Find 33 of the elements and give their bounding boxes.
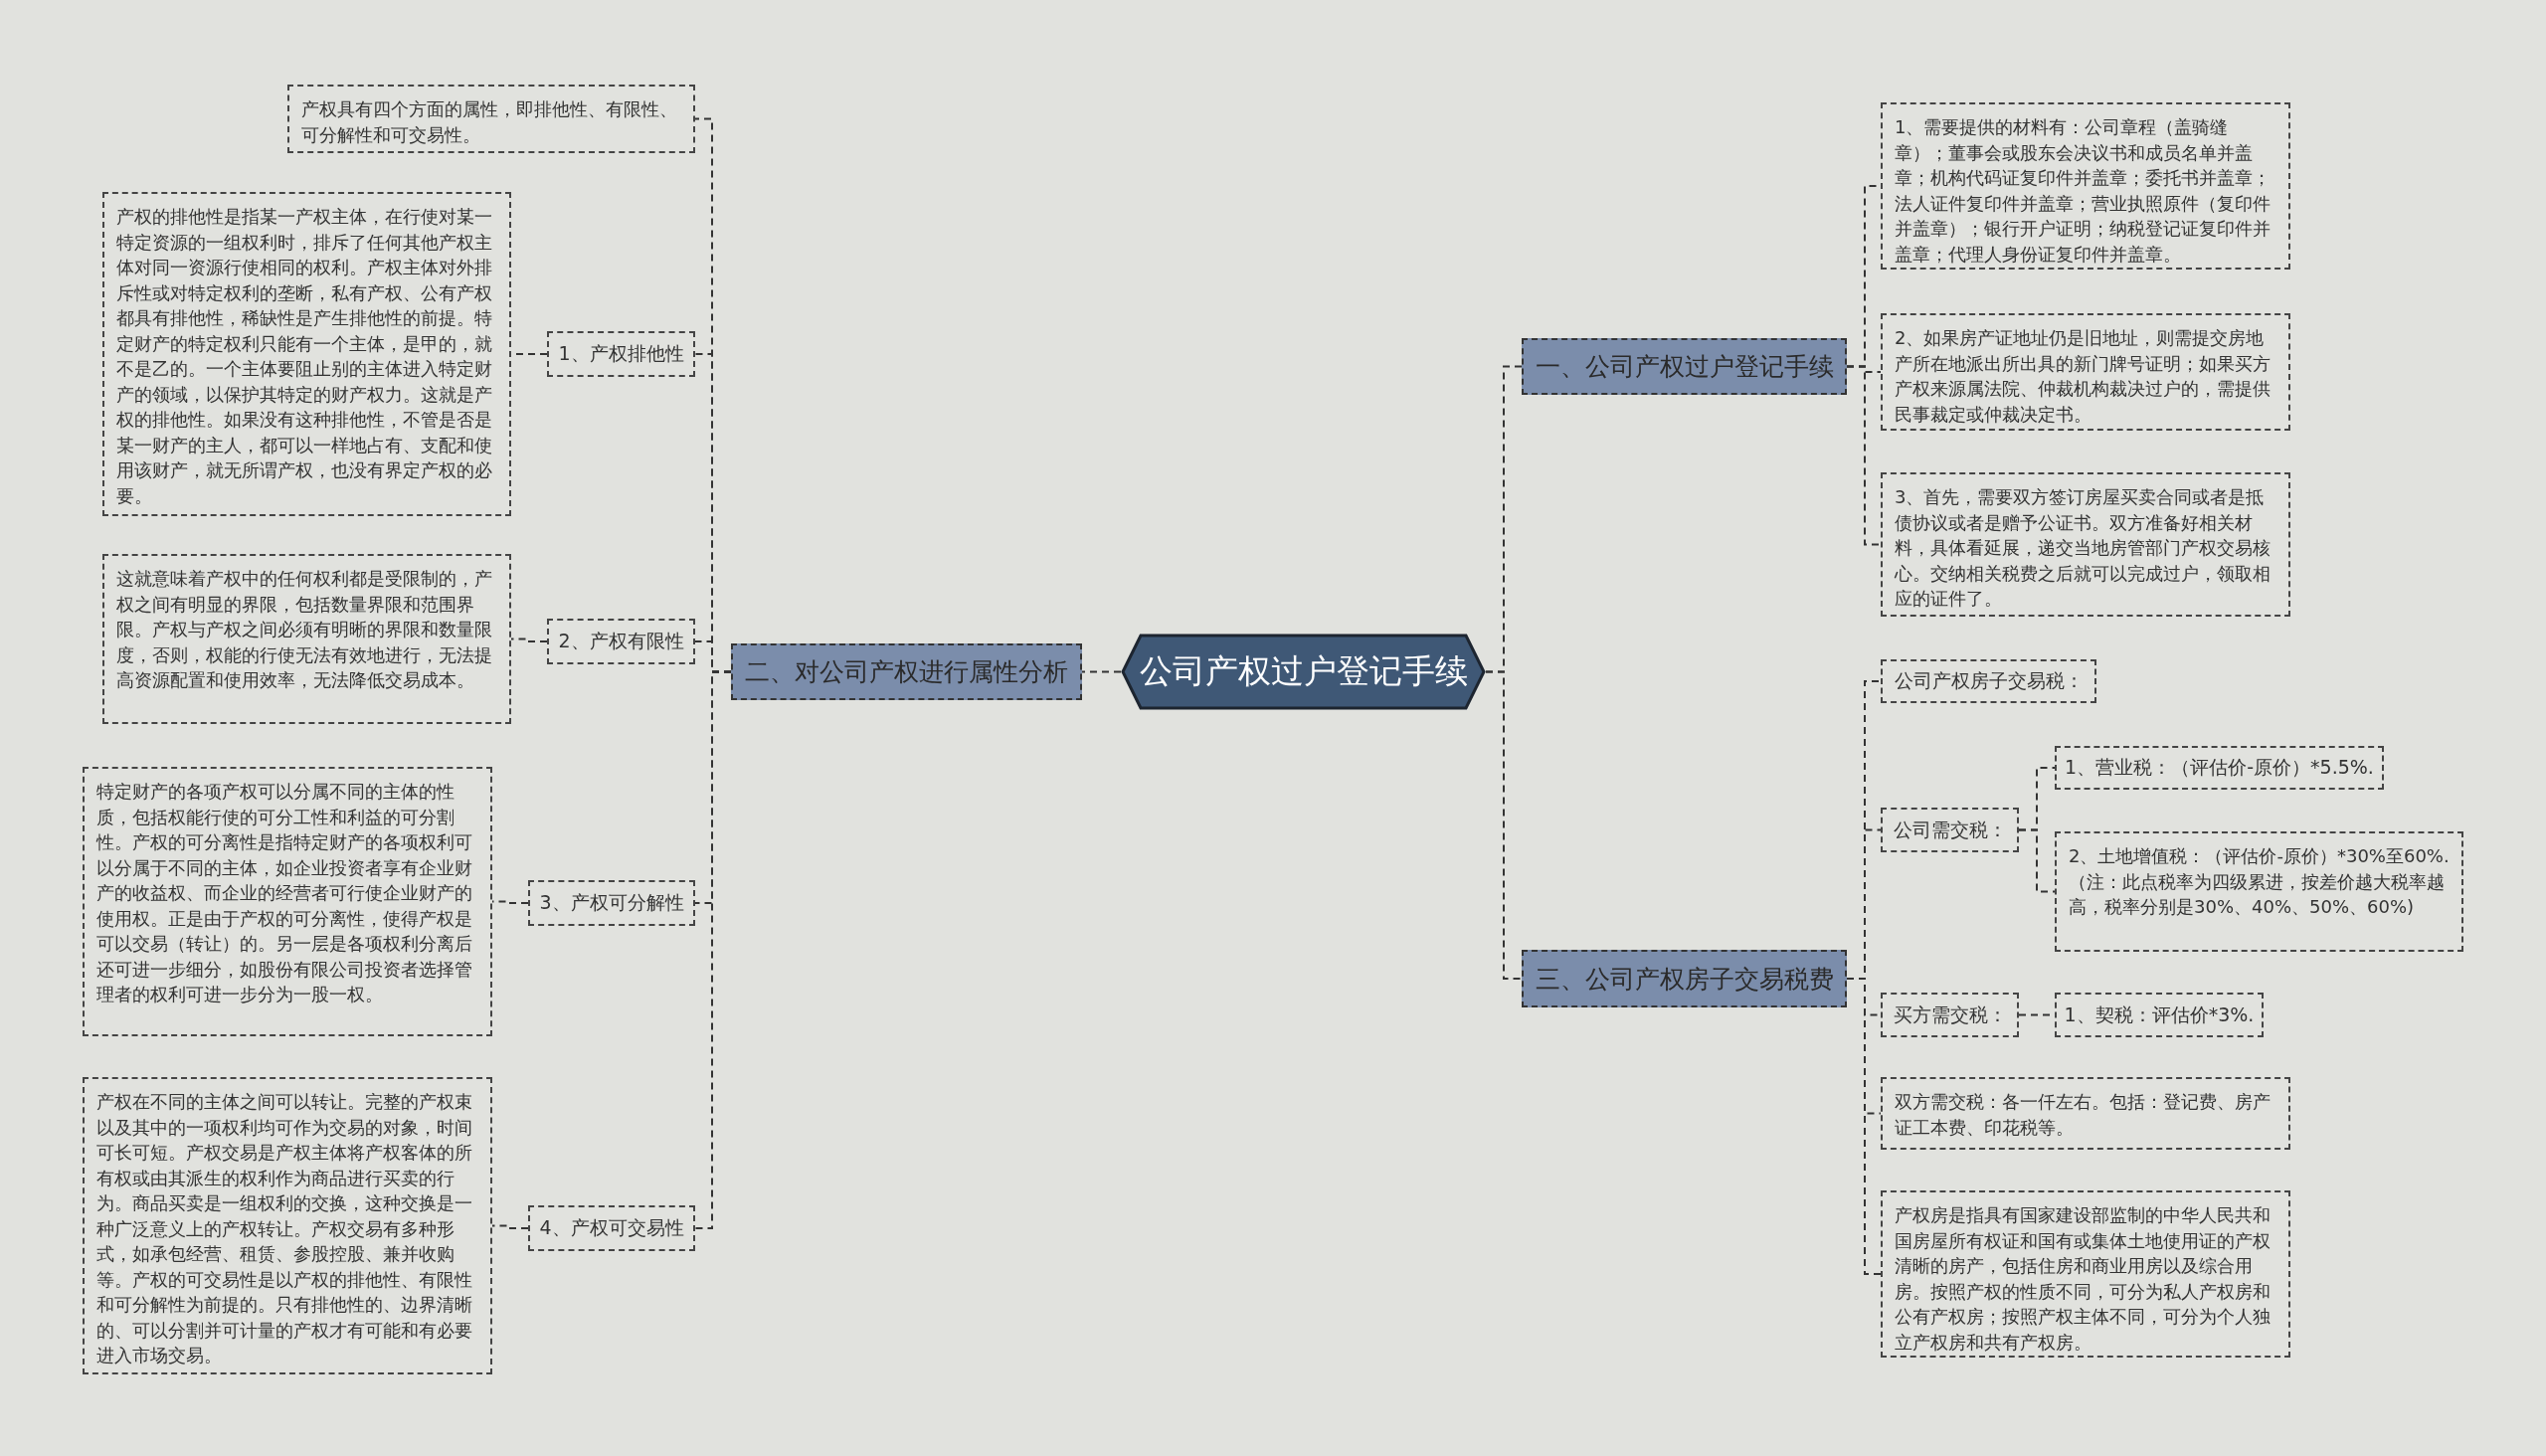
connector-line xyxy=(491,1224,529,1229)
note-box: 产权在不同的主体之间可以转让。完整的产权束以及其中的一项权利均可作为交易的对象，时间可长可短。产权交易是产权主体将产权客体的所有权或由其派生的权利作为商品进行买卖的行为。商品买卖是一组权利的交换，这种交换是一种广泛意义上的产权转让。产权交易有多种形式，如承包经营、租赁、参股控股、兼并收购等。产权的可交易性是以产权的排他性、有限性和可分解性为前提的。只有排他性的、边界清晰的、可以分割并可计量的产权才有可能和有必要进入市场交易。 xyxy=(83,1077,492,1374)
subtopic-box: 公司需交税： xyxy=(1881,808,2019,852)
subtopic-box: 1、营业税：（评估价-原价）*5.5%. xyxy=(2055,746,2384,790)
note-box: 3、首先，需要双方签订房屋买卖合同或者是抵债协议或者是赠予公证书。双方准备好相关材料，具体看延展，递交当地房管部门产权交易核心。交纳相关税费之后就可以完成过户，领取相应的证件了。 xyxy=(1881,472,2290,617)
connector-line xyxy=(1846,365,1882,546)
note-box: 2、如果房产证地址仍是旧地址，则需提交房地产所在地派出所出具的新门牌号证明；如果买方产权来源属法院、仲裁机构裁决过户的，需提供民事裁定或仲裁决定书。 xyxy=(1881,313,2290,431)
note-box: 产权的排他性是指某一产权主体，在行使对某一特定资源的一组权利时，排斥了任何其他产权主体对同一资源行使相同的权利。产权主体对外排斥性或对特定权利的垄断，私有产权、公有产权都具有排他性，稀缺性是产生排他性的前提。特定财产的特定权利只能有一个主体，是甲的，就不是乙的。一个主体要阻止别的主体进入特定财产的领域，以保护其特定的财产权力。这就是产权的排他性。如果没有这种排他性，不管是否是某一财产的主人，都可以一样地占有、支配和使用该财产，就无所谓产权，也没有界定产权的必要。 xyxy=(102,192,511,516)
note-box: 1、需要提供的材料有：公司章程（盖骑缝章）；董事会或股东会决议书和成员名单并盖章；机构代码证复印件并盖章；委托书并盖章；法人证件复印件并盖章；营业执照原件（复印件并盖章）；银行开户证明；纳税登记证复印件并盖章；代理人身份证复印件并盖章。 xyxy=(1881,102,2290,270)
connector-line xyxy=(1846,978,1882,1275)
note-box: 特定财产的各项产权可以分属不同的主体的性质，包括权能行使的可分工性和利益的可分割性。产权的可分离性是指特定财产的各项权利可以分属于不同的主体，如企业投资者享有企业财产的收益权、而企业的经营者可行使企业财产的使用权。正是由于产权的可分离性，使得产权是可以交易（转让）的。另一层是各项权利分离后还可进一步细分，如股份有限公司投资者选择管理者的权利可进一步分为一股一权。 xyxy=(83,767,492,1036)
connector-line xyxy=(510,637,548,642)
note-box: 双方需交税：各一仟左右。包括：登记费、房产证工本费、印花税等。 xyxy=(1881,1077,2290,1150)
subtopic-box: 4、产权可交易性 xyxy=(528,1205,695,1251)
connector-line xyxy=(1081,670,1122,673)
subtopic-box: 公司产权房子交易税： xyxy=(1881,659,2096,703)
subtopic-box: 1、产权排他性 xyxy=(547,331,695,377)
connector-line xyxy=(694,670,732,1229)
subtopic-box: 3、产权可分解性 xyxy=(528,880,695,926)
branch-topic: 三、公司产权房子交易税费 xyxy=(1522,950,1847,1007)
connector-line xyxy=(1485,670,1523,980)
connector-line xyxy=(491,900,529,904)
subtopic-box: 1、契税：评估价*3%. xyxy=(2055,993,2264,1037)
subtopic-box: 2、产权有限性 xyxy=(547,619,695,664)
branch-topic: 二、对公司产权进行属性分析 xyxy=(731,643,1082,700)
branch-topic: 一、公司产权过户登记手续 xyxy=(1522,338,1847,395)
note-box: 产权房是指具有国家建设部监制的中华人民共和国房屋所有权证和国有或集体土地使用证的产权清晰的房产，包括住房和商业用房以及综合用房。按照产权的性质不同，可分为私人产权房和公有产权房；按照产权主体不同，可分为个人独立产权房和共有产权房。 xyxy=(1881,1190,2290,1358)
note-box: 产权具有四个方面的属性，即排他性、有限性、可分解性和可交易性。 xyxy=(287,85,695,153)
connector-line xyxy=(2018,828,2056,893)
central-topic: 公司产权过户登记手续 xyxy=(1121,634,1486,710)
note-box: 这就意味着产权中的任何权利都是受限制的，产权之间有明显的界限，包括数量界限和范围界限。产权与产权之间必须有明晰的界限和数量限度，否则，权能的行使无法有效地进行，无法提高资源配置和使用效率，无法降低交易成本。 xyxy=(102,554,511,724)
note-box: 2、土地增值税：（评估价-原价）*30%至60%.（注：此点税率为四级累进，按差价越大税率越高，税率分别是30%、40%、50%、60%) xyxy=(2055,831,2463,952)
subtopic-box: 买方需交税： xyxy=(1881,993,2019,1037)
